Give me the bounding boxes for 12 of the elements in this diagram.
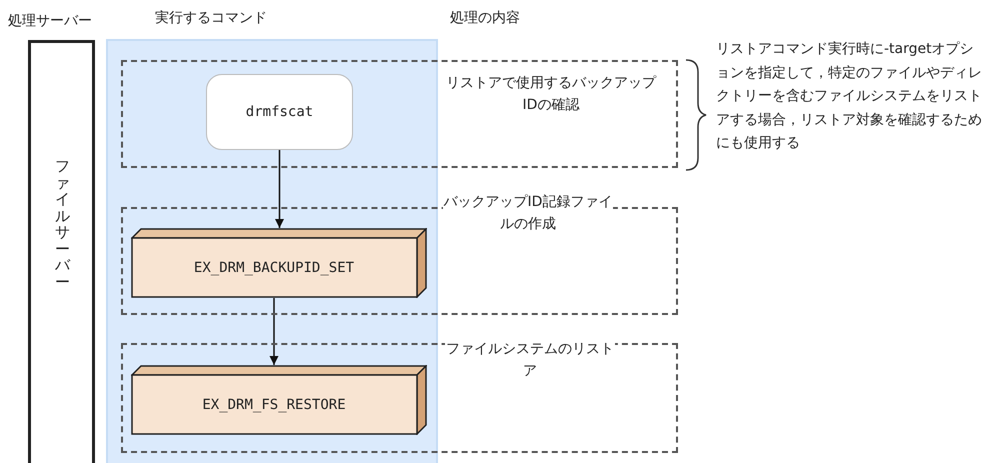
column-heading: 実行するコマンド — [155, 9, 267, 28]
column-heading: 処理の内容 — [450, 9, 520, 28]
arrow — [275, 150, 284, 228]
column-heading: 処理サーバー — [8, 12, 92, 31]
server-name: ファイルサーバー — [55, 158, 70, 290]
dashed-group — [121, 60, 678, 168]
command-name: drmfscat — [246, 104, 314, 120]
arrow — [270, 298, 278, 365]
note-text: リストアコマンド実行時に-targetオプションを指定して，特定のファイルやディレクトリーを含むファイルシステムをリストアする場合，リストア対象を確認するためにも使用する — [716, 40, 983, 153]
command-box — [206, 74, 353, 150]
command-name: EX_DRM_BACKUPID_SET — [194, 260, 354, 276]
command-name: EX_DRM_FS_RESTORE — [202, 397, 346, 413]
